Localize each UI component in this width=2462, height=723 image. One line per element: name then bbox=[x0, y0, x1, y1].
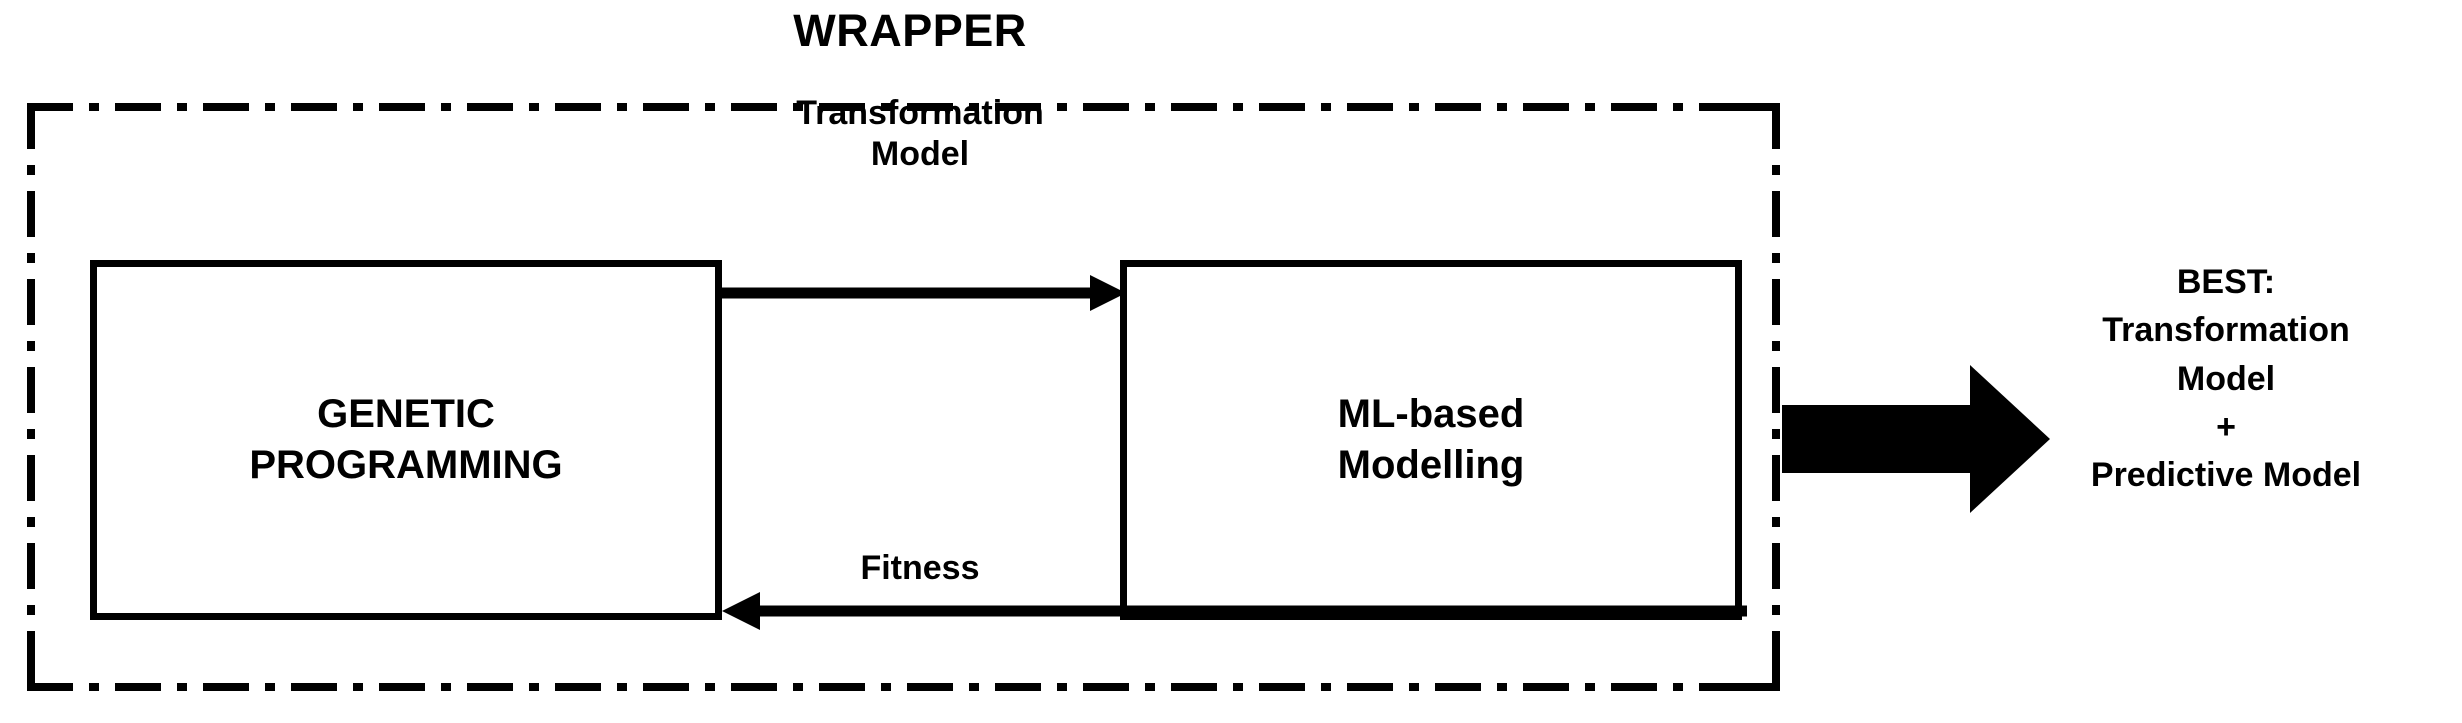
flow-label-transformation-model: Transformation Model bbox=[796, 94, 1044, 173]
wrapper-corner-top-right bbox=[1734, 103, 1780, 111]
wrapper-boundary bbox=[27, 103, 1780, 691]
wrapper-corner-bottom-right-v bbox=[1772, 645, 1780, 691]
wrapper-corner-top-left-v bbox=[27, 103, 35, 149]
wrapper-border-bottom bbox=[27, 683, 1780, 691]
process-box-genetic-programming[interactable]: GENETIC PROGRAMMING bbox=[90, 260, 722, 620]
wrapper-corner-bottom-left bbox=[27, 683, 73, 691]
output-line-predictive-model: Predictive Model bbox=[2090, 456, 2362, 495]
process-box-genetic-programming-label: GENETIC PROGRAMMING bbox=[249, 391, 563, 487]
flow-label-fitness: Fitness bbox=[860, 549, 980, 587]
output-line-plus: + bbox=[2216, 407, 2236, 446]
wrapper-border-left bbox=[27, 103, 35, 691]
output-line-best: BEST: bbox=[2176, 263, 2276, 301]
wrapper-border-top bbox=[27, 103, 1780, 111]
output-result-text: BEST: Transformation Model + Predictive … bbox=[2000, 258, 2452, 499]
wrapper-corner-bottom-left-v bbox=[27, 645, 35, 691]
block-arrow-right-icon bbox=[1782, 365, 2050, 513]
wrapper-corner-top-left bbox=[27, 103, 73, 111]
process-box-ml-based-modelling[interactable]: ML-based Modelling bbox=[1120, 260, 1742, 620]
wrapper-corner-bottom-right bbox=[1734, 683, 1780, 691]
process-box-ml-based-modelling-label: ML-based Modelling bbox=[1337, 391, 1525, 487]
page-title: WRAPPER bbox=[793, 5, 1027, 56]
flow-arrow-transformation-model bbox=[722, 275, 1126, 311]
output-line-model: Model bbox=[2176, 359, 2276, 398]
output-line-transformation: Transformation bbox=[2102, 311, 2350, 350]
wrapper-corner-top-right-v bbox=[1772, 103, 1780, 149]
flow-arrow-fitness bbox=[722, 592, 1747, 630]
wrapper-border-right bbox=[1772, 103, 1780, 691]
